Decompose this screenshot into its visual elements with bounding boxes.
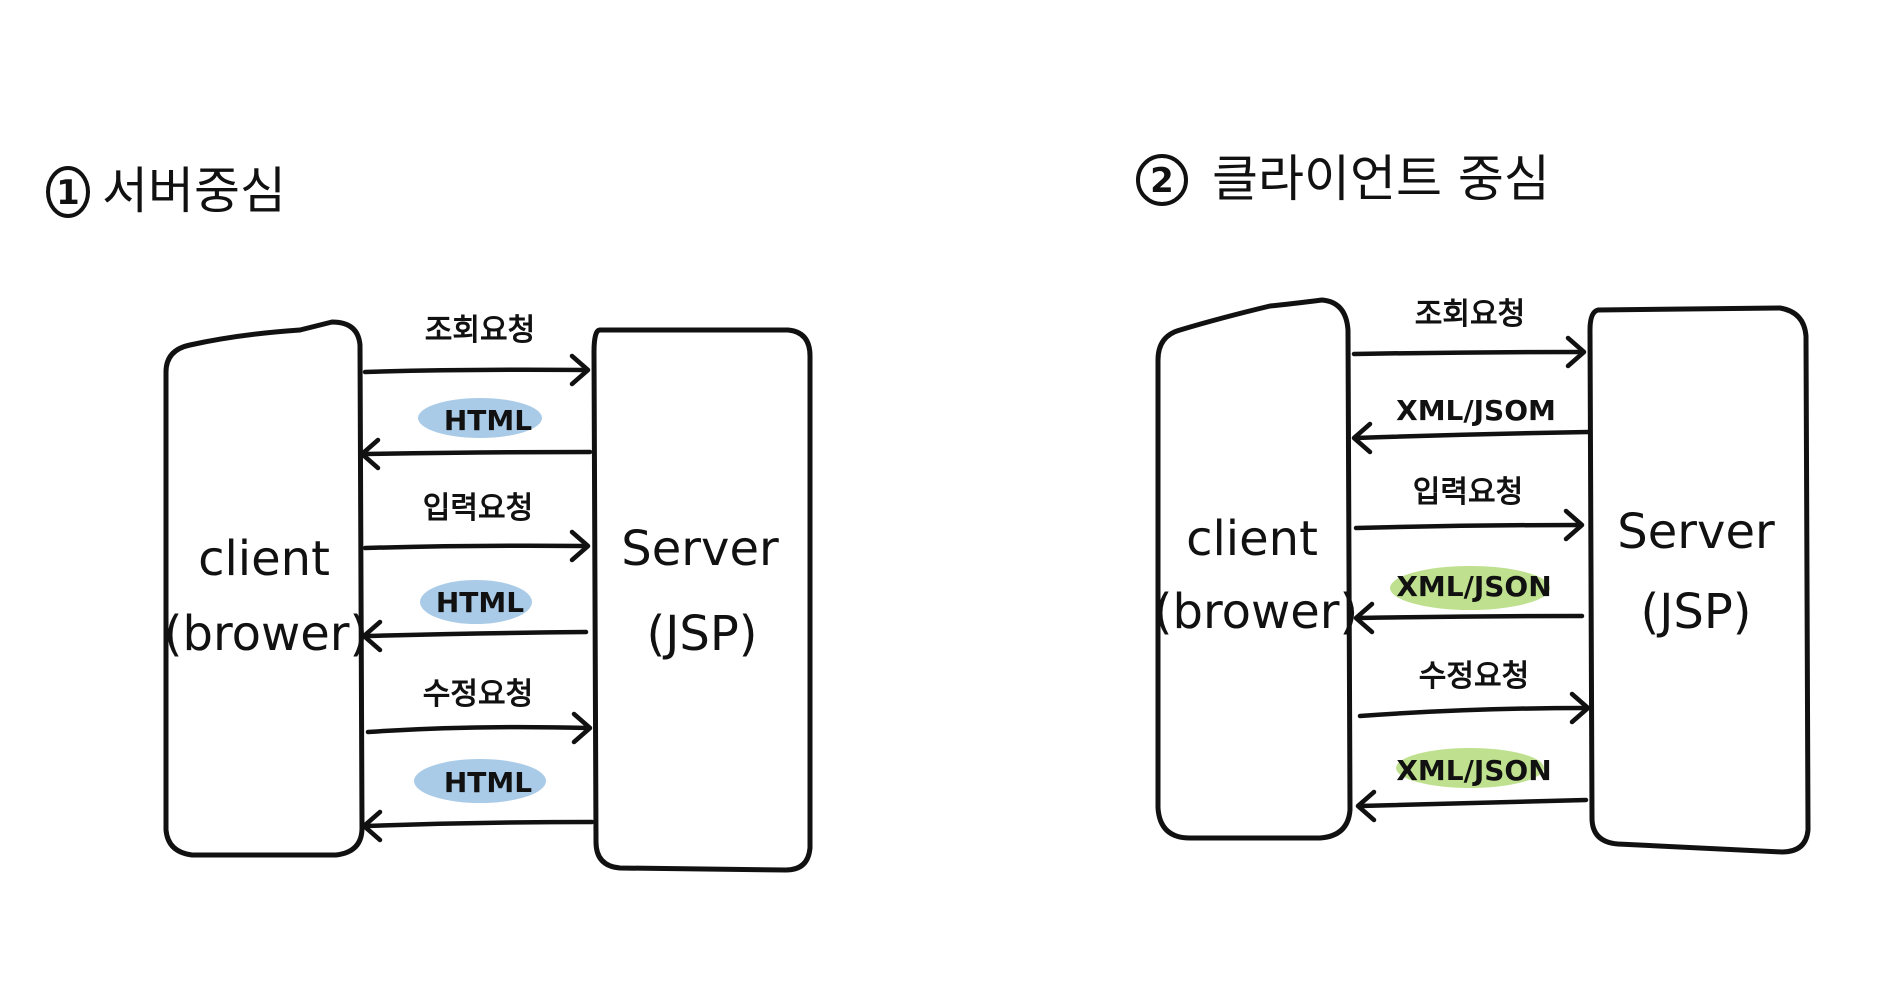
request-arrow-3: 수정요청: [365, 677, 593, 745]
section-server-centric: 1 서버중심 client (brower) Server (JSP) 조회요청…: [46, 162, 813, 873]
number-circle: [1136, 154, 1188, 206]
response-highlight: [1396, 748, 1544, 788]
response-arrow-3: XML/JSON: [1355, 748, 1589, 823]
response-label: HTML: [444, 404, 532, 437]
request-arrow-2: 입력요청: [1353, 475, 1585, 542]
server-sublabel: (JSP): [1640, 584, 1751, 640]
server-label: Server: [1617, 504, 1775, 560]
response-arrow-1: XML/JSOM: [1351, 394, 1591, 455]
response-label: XML/JSON: [1396, 754, 1551, 787]
response-highlight: [1390, 566, 1550, 610]
number-circle: [46, 166, 90, 218]
request-arrow-2: 입력요청: [362, 491, 591, 563]
response-arrow-1: HTML: [359, 398, 593, 471]
server-box: Server (JSP): [1587, 305, 1811, 855]
request-label: 조회요청: [425, 313, 535, 348]
response-label: HTML: [436, 586, 524, 619]
request-label: 입력요청: [423, 491, 533, 526]
request-arrow-1: 조회요청: [362, 313, 591, 387]
response-label: HTML: [444, 766, 532, 799]
response-arrow-3: HTML: [361, 759, 595, 843]
response-arrow-2: XML/JSON: [1353, 566, 1585, 635]
section-heading: 1 서버중심: [46, 162, 286, 220]
request-label: 조회요청: [1415, 297, 1525, 332]
client-label: client: [198, 531, 330, 587]
request-label: 입력요청: [1413, 475, 1523, 510]
client-sublabel: (brower): [164, 606, 369, 662]
section-heading: 2 클라이언트 중심: [1136, 150, 1550, 208]
section-title: 클라이언트 중심: [1212, 150, 1550, 208]
section-title: 서버중심: [102, 162, 286, 220]
client-box: client (brower): [163, 319, 369, 858]
request-arrow-3: 수정요청: [1357, 659, 1591, 725]
server-box: Server (JSP): [591, 327, 813, 873]
section-client-centric: 2 클라이언트 중심 client (brower) Server (JSP) …: [1136, 150, 1811, 855]
section-number: 1: [56, 173, 80, 213]
client-label: client: [1186, 511, 1318, 567]
response-arrow-2: HTML: [361, 580, 589, 653]
response-label: XML/JSOM: [1396, 394, 1556, 427]
response-label: XML/JSON: [1396, 570, 1551, 603]
response-highlight: [414, 759, 546, 803]
server-label: Server: [621, 521, 779, 577]
section-number: 2: [1150, 161, 1174, 201]
server-sublabel: (JSP): [646, 606, 757, 662]
response-highlight: [418, 398, 542, 438]
client-sublabel: (brower): [1154, 584, 1359, 640]
client-box: client (brower): [1154, 297, 1359, 841]
request-arrow-1: 조회요청: [1351, 297, 1587, 369]
request-label: 수정요청: [423, 677, 533, 712]
response-highlight: [420, 580, 532, 624]
request-label: 수정요청: [1419, 659, 1529, 694]
